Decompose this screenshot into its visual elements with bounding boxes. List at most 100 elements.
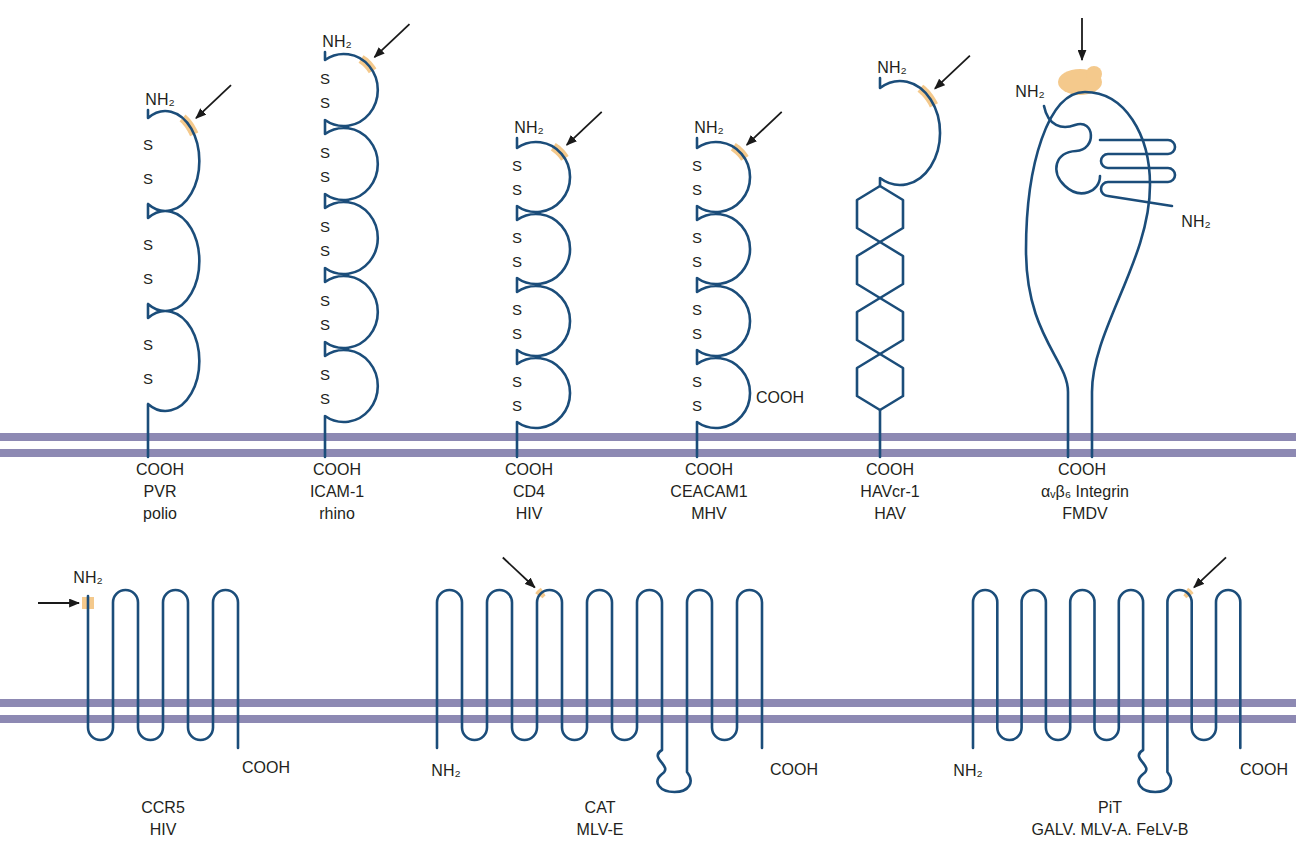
transmembrane-chain [88, 590, 238, 748]
membrane-band [0, 699, 1296, 707]
terminus-label: COOH [136, 462, 184, 478]
virus-name: polio [143, 506, 177, 522]
terminus-label: NH₂ [322, 34, 351, 50]
membrane-band [0, 449, 1296, 457]
disulfide-label: S [512, 397, 522, 412]
receptor-chain [880, 78, 940, 186]
terminus-label: COOH [313, 462, 361, 478]
receptor-name: ICAM-1 [310, 484, 364, 500]
pointer-arrow [374, 24, 409, 57]
virus-name: HAV [874, 506, 906, 522]
receptor-name: CD4 [513, 484, 545, 500]
integrin-chain [1044, 106, 1100, 193]
terminus-label: COOH [1240, 762, 1288, 778]
receptor-chain [325, 52, 378, 457]
disulfide-label: S [320, 169, 330, 184]
mucin-domain [857, 298, 903, 354]
terminus-label: NH₂ [953, 763, 982, 779]
transmembrane-chain [437, 590, 762, 792]
binding-site [1086, 66, 1102, 82]
terminus-label: NH₂ [1015, 84, 1044, 100]
receptor-name: CCR5 [141, 800, 185, 816]
receptor-name: CEACAM1 [670, 484, 747, 500]
disulfide-label: S [320, 367, 330, 382]
disulfide-label: S [692, 158, 702, 173]
terminus-label: COOH [505, 462, 553, 478]
membrane-band [0, 715, 1296, 723]
terminus-label: COOH [242, 760, 290, 776]
disulfide-label: S [692, 253, 702, 268]
disulfide-label: S [143, 236, 153, 251]
virus-name: MHV [691, 506, 727, 522]
pointer-arrows [38, 18, 1226, 603]
disulfide-label: S [320, 145, 330, 160]
disulfide-label: S [143, 136, 153, 151]
binding-sites [82, 59, 1190, 609]
pointer-arrow [503, 558, 535, 588]
disulfide-label: S [512, 253, 522, 268]
virus-name: rhino [319, 506, 355, 522]
membrane-band [0, 433, 1296, 441]
terminus-label: COOH [866, 462, 914, 478]
terminus-label: NH₂ [514, 120, 543, 136]
pointer-arrow [747, 112, 782, 145]
disulfide-label: S [320, 391, 330, 406]
disulfide-label: S [692, 230, 702, 245]
terminus-label: COOH [770, 762, 818, 778]
receptor-chain [148, 110, 199, 457]
pointer-arrow [1194, 557, 1226, 587]
disulfide-label: S [320, 243, 330, 258]
disulfide-label: S [692, 397, 702, 412]
disulfide-label: S [512, 374, 522, 389]
disulfide-label: S [143, 271, 153, 286]
mucin-domain [857, 354, 903, 410]
terminus-label: NH₂ [877, 60, 906, 76]
pointer-arrow [1081, 18, 1083, 60]
membrane [0, 433, 1296, 723]
disulfide-label: S [143, 336, 153, 351]
disulfide-label: S [320, 95, 330, 110]
pointer-arrow [38, 602, 79, 604]
receptor-chain [697, 138, 750, 457]
receptor-name: PiT [1098, 800, 1122, 816]
disulfide-label: S [143, 171, 153, 186]
terminus-label: NH₂ [431, 763, 460, 779]
pointer-arrow [935, 56, 970, 89]
receptor-name: PVR [144, 484, 177, 500]
receptor-name: HAVcr-1 [860, 484, 919, 500]
terminus-label: COOH [756, 390, 804, 406]
disulfide-label: S [512, 325, 522, 340]
terminus-label: NH₂ [1181, 214, 1210, 230]
disulfide-label: S [692, 302, 702, 317]
terminus-label: NH₂ [145, 92, 174, 108]
receptor-chain [517, 138, 570, 457]
terminus-label: COOH [1058, 462, 1106, 478]
receptor-name: CAT [585, 800, 616, 816]
virus-name: HIV [150, 822, 177, 838]
disulfide-label: S [320, 317, 330, 332]
terminus-label: NH₂ [73, 570, 102, 586]
pointer-arrow [196, 85, 231, 118]
disulfide-label: S [692, 325, 702, 340]
virus-name: MLV-E [577, 822, 624, 838]
receptor-chain [879, 410, 882, 457]
receptor-name: αᵥβ₆ Integrin [1041, 484, 1129, 500]
terminus-label: NH₂ [694, 120, 723, 136]
integrin-chain [1100, 140, 1175, 206]
transmembrane-chain [973, 590, 1240, 792]
virus-name: GALV. MLV-A. FeLV-B [1032, 822, 1189, 838]
pointer-arrow [567, 112, 602, 145]
mucin-domain [857, 242, 903, 298]
disulfide-label: S [512, 158, 522, 173]
disulfide-label: S [320, 219, 330, 234]
disulfide-label: S [692, 181, 702, 196]
disulfide-label: S [512, 302, 522, 317]
receptor-chains [88, 52, 1240, 792]
disulfide-label: S [512, 230, 522, 245]
mucin-domain [857, 186, 903, 242]
virus-name: HIV [516, 506, 543, 522]
integrin-chain [1026, 92, 1150, 457]
terminus-label: COOH [685, 462, 733, 478]
